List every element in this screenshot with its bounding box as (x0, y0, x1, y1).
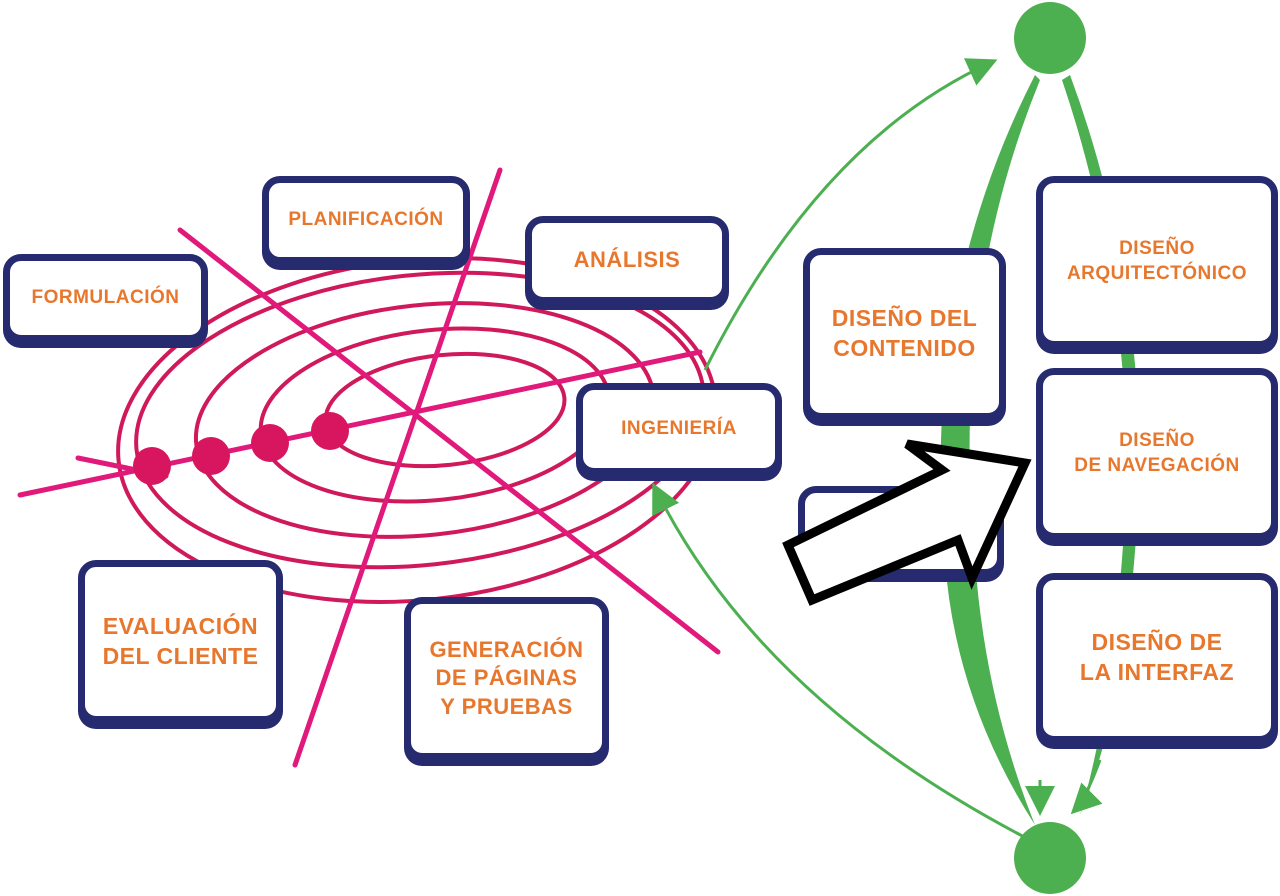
arrow-to-ingenieria (652, 482, 1031, 842)
label-generacion-paginas: GENERACIÓN DE PÁGINAS Y PRUEBAS (429, 636, 584, 719)
label-analisis: ANÁLISIS (573, 246, 681, 272)
box-diseno-contenido: DISEÑO DEL CONTENIDO (803, 248, 1006, 420)
box-diseno-interfaz: DISEÑO DE LA INTERFAZ (1036, 573, 1278, 743)
box-partially-hidden (798, 486, 1004, 576)
axis-line-diagonal-1 (177, 227, 721, 655)
label-diseno-arquitectonico: DISEÑO ARQUITECTÓNICO (1066, 238, 1248, 284)
label-ingenieria: INGENIERÍA (621, 417, 737, 439)
node-bottom (1014, 822, 1086, 894)
label-diseno-contenido: DISEÑO DEL CONTENIDO (831, 305, 978, 361)
label-planificacion: PLANIFICACIÓN (288, 208, 444, 230)
spiral-dot-1 (133, 447, 171, 485)
arrow-down-right (1070, 759, 1103, 815)
box-analisis: ANÁLISIS (525, 216, 729, 304)
arrow-to-top-node (703, 58, 998, 371)
green-arrows (652, 58, 1103, 842)
node-top (1014, 2, 1086, 74)
flow-lens-left (940, 75, 1040, 825)
box-diseno-arquitectonico: DISEÑO ARQUITECTÓNICO (1036, 176, 1278, 348)
box-formulacion: FORMULACIÓN (3, 254, 208, 342)
label-diseno-interfaz: DISEÑO DE LA INTERFAZ (1079, 629, 1235, 685)
spiral-dot-3 (251, 424, 289, 462)
spiral-ring-5 (323, 351, 567, 469)
spiral-dot-2 (192, 437, 230, 475)
label-formulacion: FORMULACIÓN (31, 286, 180, 308)
axis-line-vertical (292, 167, 503, 768)
spiral-ring-4 (258, 326, 612, 504)
box-generacion-paginas: GENERACIÓN DE PÁGINAS Y PRUEBAS (404, 597, 609, 760)
spiral-dot-4 (311, 412, 349, 450)
box-diseno-navegacion: DISEÑO DE NAVEGACIÓN (1036, 368, 1278, 540)
label-evaluacion-cliente: EVALUACIÓN DEL CLIENTE (102, 612, 259, 669)
box-planificacion: PLANIFICACIÓN (262, 176, 470, 264)
axis-lines (17, 167, 721, 768)
label-diseno-navegacion: DISEÑO DE NAVEGACIÓN (1074, 430, 1240, 476)
box-evaluacion-cliente: EVALUACIÓN DEL CLIENTE (78, 560, 283, 723)
spiral-dots (133, 412, 349, 485)
box-ingenieria: INGENIERÍA (576, 383, 782, 475)
